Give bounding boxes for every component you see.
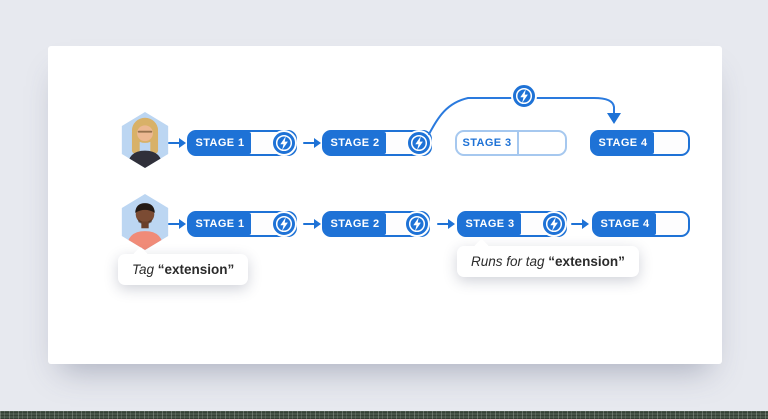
row2-stage3-pill: STAGE 3 (457, 211, 567, 237)
bolt-icon (404, 211, 430, 237)
avatar-woman-photo (121, 112, 169, 168)
tooltip-tag-value: “extension” (157, 262, 235, 277)
row1-stage4-pill: STAGE 4 (590, 130, 690, 156)
tooltip-text: Tag (132, 262, 158, 277)
bolt-icon (271, 130, 297, 156)
tooltip-tag-extension: Tag “extension” (118, 246, 249, 285)
stage-label: STAGE 1 (189, 132, 251, 154)
stage-label: STAGE 4 (592, 132, 654, 154)
stage-label: STAGE 4 (594, 213, 656, 235)
tooltip-tag-value: “extension” (548, 254, 625, 269)
bolt-icon-skip-connector (511, 83, 537, 109)
tooltip-runs-for-tag: Runs for tag “extension” (457, 238, 639, 277)
tooltip-text: Runs for tag (471, 254, 549, 269)
bolt-icon (541, 211, 567, 237)
stage-label: STAGE 1 (189, 213, 251, 235)
row2-stage2-pill: STAGE 2 (322, 211, 430, 237)
stage-label: STAGE 2 (324, 213, 386, 235)
stage-label: STAGE 3 (459, 213, 521, 235)
connector-arrow (303, 219, 321, 229)
connector-arrow (571, 219, 589, 229)
next-section-edge (0, 411, 768, 419)
row1-stage1-pill: STAGE 1 (187, 130, 297, 156)
row1-stage2-pill: STAGE 2 (322, 130, 432, 156)
avatar-man-photo (121, 194, 169, 250)
connector-arrow (168, 219, 186, 229)
row1-stage3-pill-skipped: STAGE 3 (455, 130, 567, 156)
stage-label: STAGE 2 (324, 132, 386, 154)
connector-arrow (168, 138, 186, 148)
bolt-icon (271, 211, 297, 237)
bolt-icon (406, 130, 432, 156)
row2-stage1-pill: STAGE 1 (187, 211, 297, 237)
row2-stage4-pill: STAGE 4 (592, 211, 690, 237)
stage-label: STAGE 3 (457, 132, 519, 154)
connector-arrow (437, 219, 455, 229)
connector-arrow (303, 138, 321, 148)
